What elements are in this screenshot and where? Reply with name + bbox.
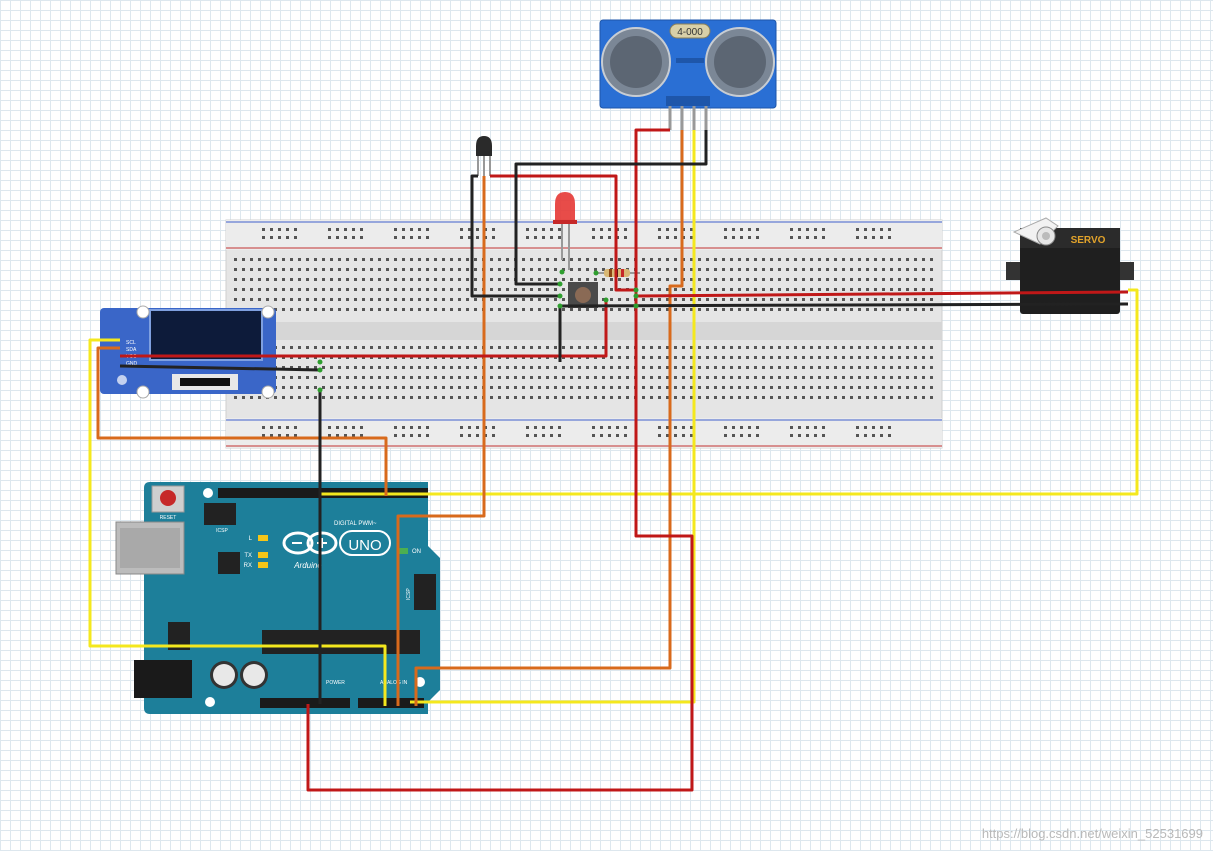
wire-black-temp [470, 174, 560, 298]
wire-yellow-oled-sda [88, 338, 387, 706]
push-button [568, 282, 598, 308]
oled-pin-scl: SCL [126, 340, 136, 346]
power-jack [134, 660, 192, 698]
oled-pin-gnd: GND [126, 361, 138, 367]
power-header [260, 698, 350, 708]
servo-label: SERVO [1071, 235, 1106, 246]
analog-label: ANALOG IN [380, 680, 408, 686]
wire-black-oled [119, 364, 321, 372]
crystal [669, 23, 711, 39]
ultrasonic-sensor: 4-000 [599, 19, 777, 130]
watermark: https://blog.csdn.net/weixin_52531699 [981, 826, 1203, 841]
wire-red-temp [490, 174, 636, 292]
power-label: POWER [326, 680, 345, 686]
red-led [553, 192, 577, 270]
icsp2-label: ICSP [406, 588, 412, 600]
wire-yellow-echo [410, 130, 696, 704]
wire-red-oled [120, 300, 608, 358]
analog-header [358, 698, 424, 708]
led-l-label: L [249, 536, 253, 542]
board-model: UNO [348, 537, 381, 554]
wires [88, 128, 1139, 792]
servo-horn [1012, 217, 1059, 245]
reset-button [160, 490, 176, 506]
wire-black-gnd [514, 130, 708, 286]
led-rx-label: RX [244, 563, 252, 569]
oled-display: SCL SDA VCC GND [100, 305, 276, 399]
wire-orange-trig [414, 130, 684, 706]
temperature-sensor [476, 136, 492, 176]
oled-pin-sda: SDA [126, 347, 137, 353]
wire-red-vcc [306, 128, 694, 792]
oled-screen [149, 309, 263, 361]
sensor-label: 4-000 [677, 27, 703, 38]
connection-points [317, 269, 639, 393]
brand-label: Arduino [293, 561, 322, 570]
icsp-label: ICSP [216, 528, 228, 534]
led-tx-label: TX [244, 553, 252, 559]
servo-motor: SERVO [1006, 217, 1134, 314]
wire-red-servo [635, 290, 1129, 298]
breadboard [225, 219, 943, 449]
digital-label: DIGITAL PWM~ [334, 521, 377, 527]
wire-yellow-servo-signal [320, 288, 1139, 496]
reset-label: RESET [160, 515, 177, 521]
wire-orange-oled-scl [96, 346, 388, 496]
atmega-chip [262, 630, 420, 654]
wire-orange-temp [396, 176, 486, 706]
on-label: ON [412, 549, 421, 555]
arduino-uno: RESET ICSP ICSP DIGITAL PWM~ POWER ANALO… [115, 482, 440, 714]
